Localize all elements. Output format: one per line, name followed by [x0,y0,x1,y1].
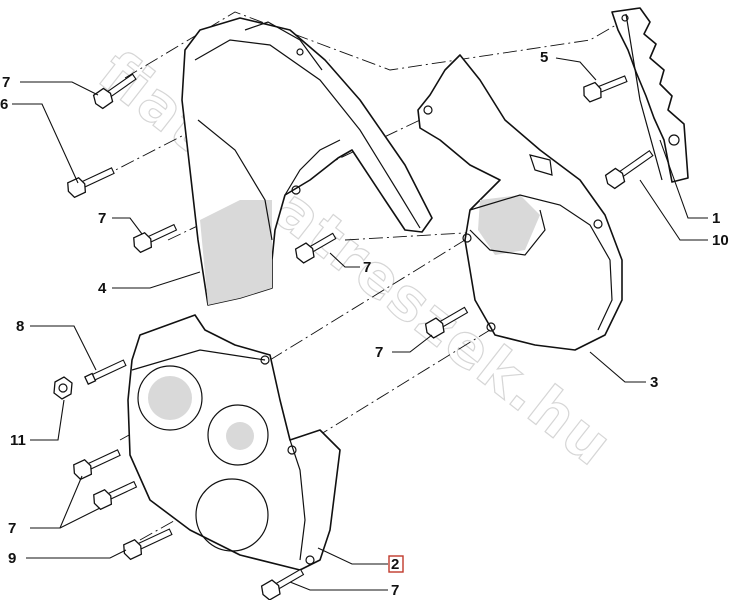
bolt-7-center[interactable] [293,229,338,264]
callout-7-c[interactable]: 7 [363,259,371,276]
bolt-7-mid-left[interactable] [131,220,179,254]
callout-3[interactable]: 3 [650,374,658,391]
leader-lines [12,57,708,591]
callout-5[interactable]: 5 [540,49,548,66]
callout-11[interactable]: 11 [10,432,26,449]
callout-8[interactable]: 8 [16,318,24,335]
bolt-5[interactable] [581,71,629,103]
callout-10[interactable]: 10 [712,232,729,249]
callout-labels: 7 6 7 4 7 5 1 10 3 7 8 11 7 9 2 7 [0,49,729,599]
bolt-7-bottom[interactable] [259,565,306,600]
bolt-9[interactable] [121,525,174,561]
bolts [53,70,656,600]
callout-9[interactable]: 9 [8,550,16,567]
callout-4[interactable]: 4 [98,280,107,297]
bolt-6[interactable] [65,163,116,199]
bolt-10[interactable] [603,147,656,191]
bolt-7-lower-left-b[interactable] [91,477,139,511]
bolt-7-right-middle[interactable] [423,303,470,339]
callout-7-f[interactable]: 7 [391,582,399,599]
callout-2[interactable]: 2 [391,556,399,573]
upper-belt-cover-part-4[interactable] [181,17,433,306]
rear-belt-cover-part-3[interactable] [417,54,623,351]
callout-1[interactable]: 1 [712,210,720,227]
callout-6[interactable]: 6 [0,96,8,113]
callout-7-a[interactable]: 7 [2,74,10,91]
bolt-7-lower-left-a[interactable] [71,445,122,481]
callout-7-e[interactable]: 7 [8,520,16,537]
stud-8[interactable] [84,359,127,386]
lower-belt-cover-part-2[interactable] [127,314,341,571]
highlight-box-callout-2 [388,555,404,573]
callout-7-d[interactable]: 7 [375,344,383,361]
bolt-7-upper-left[interactable] [91,70,139,110]
nut-11[interactable] [53,376,73,400]
gasket-plate-part-1[interactable] [611,7,689,183]
callout-7-b[interactable]: 7 [98,210,106,227]
